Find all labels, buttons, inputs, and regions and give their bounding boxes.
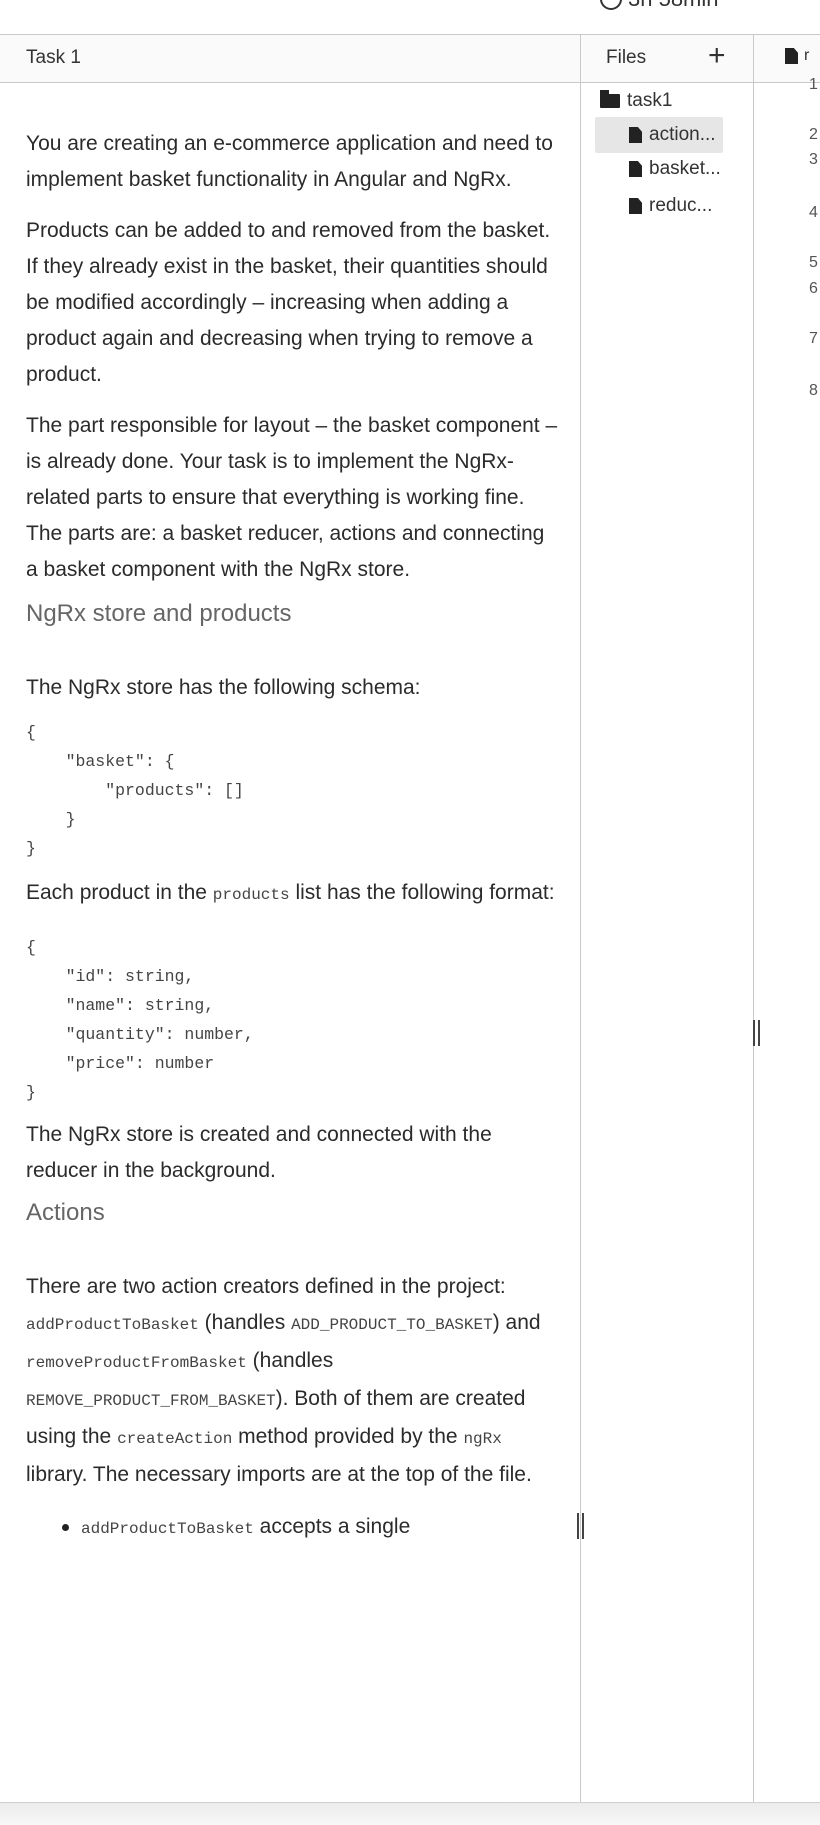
line-number: 5 — [809, 254, 818, 271]
inline-code: addProductToBasket — [81, 1520, 254, 1538]
task-title: Task 1 — [26, 47, 81, 68]
format-text-2: list has the following format: — [289, 881, 555, 904]
editor-tab-label: r — [804, 47, 810, 64]
line-number: 4 — [809, 204, 818, 221]
actions-text: library. The necessary imports are at th… — [26, 1463, 532, 1486]
panel-divider — [753, 35, 754, 1824]
editor-tab[interactable]: r — [785, 47, 809, 65]
bullet-label: accepts a single — [253, 1515, 411, 1538]
file-label: reduc... — [649, 195, 713, 216]
paragraph-products: Products can be added to and removed fro… — [26, 219, 551, 386]
paragraph-format: Each product in the products list has th… — [26, 875, 561, 913]
tree-file-basket[interactable]: basket... — [629, 158, 721, 180]
format-code-block: { "id": string, "name": string, "quantit… — [26, 938, 254, 1102]
add-file-button[interactable]: + — [708, 39, 726, 72]
paragraph-actions: There are two action creators defined in… — [26, 1269, 561, 1493]
folder-label: task1 — [627, 90, 673, 111]
actions-text: (handles — [246, 1349, 334, 1372]
actions-text: method provided by the — [232, 1425, 464, 1448]
file-label: action... — [649, 124, 716, 145]
line-number: 7 — [809, 330, 818, 347]
line-number: 6 — [809, 280, 818, 297]
clock-icon — [600, 0, 622, 10]
inline-code: addProductToBasket — [26, 1316, 199, 1334]
file-icon — [629, 161, 642, 177]
inline-code: products — [212, 886, 290, 904]
inline-code: REMOVE_PRODUCT_FROM_BASKET — [26, 1392, 276, 1410]
timer: 3h 58min — [600, 0, 719, 12]
task-description-panel[interactable]: You are creating an e-commerce applicati… — [0, 83, 580, 1803]
format-text-1: Each product in the — [26, 881, 213, 904]
heading-actions: Actions — [26, 1199, 105, 1226]
actions-text: ) and — [492, 1311, 541, 1334]
paragraph-schema: The NgRx store has the following schema: — [26, 676, 421, 699]
line-number: 3 — [809, 151, 818, 168]
file-icon — [785, 48, 798, 64]
paragraph-created: The NgRx store is created and connected … — [26, 1123, 492, 1182]
bullet-text: addProductToBasket accepts a single — [81, 1509, 410, 1547]
tree-file-actions[interactable]: action... — [595, 117, 723, 153]
resize-handle[interactable] — [753, 1020, 761, 1046]
tree-folder-task1[interactable]: task1 — [600, 90, 672, 112]
files-title: Files — [606, 47, 647, 68]
editor-line-gutter: 1 2 3 4 5 6 7 8 — [802, 76, 820, 483]
file-icon — [629, 198, 642, 214]
list-item: addProductToBasket accepts a single — [26, 1509, 561, 1547]
actions-text: ). Both of them are created using the — [26, 1387, 526, 1448]
schema-code-block: { "basket": { "products": [] } } — [26, 723, 244, 858]
inline-code: createAction — [117, 1430, 233, 1448]
folder-icon — [600, 90, 620, 108]
file-icon — [629, 127, 642, 143]
panel-header-row: Task 1 Files + r — [0, 35, 820, 83]
actions-text: (handles — [198, 1311, 292, 1334]
task-content: You are creating an e-commerce applicati… — [26, 83, 561, 1547]
timer-text: 3h 58min — [628, 0, 719, 12]
paragraph-task: The part responsible for layout – the ba… — [26, 414, 558, 581]
resize-handle[interactable] — [577, 1513, 585, 1539]
line-number: 2 — [809, 126, 818, 143]
inline-code: ngRx — [463, 1430, 502, 1448]
file-tree: task1 action... basket... reduc... — [582, 83, 752, 383]
paragraph-intro: You are creating an e-commerce applicati… — [26, 132, 553, 191]
file-label: basket... — [649, 158, 721, 179]
bullet-icon — [62, 1524, 69, 1531]
tree-file-reducer[interactable]: reduc... — [629, 195, 712, 217]
top-bar: 3h 58min — [0, 0, 820, 35]
bottom-edge — [0, 1802, 820, 1825]
heading-store: NgRx store and products — [26, 600, 292, 627]
line-number: 8 — [809, 382, 818, 399]
actions-text: There are two action creators defined in… — [26, 1275, 506, 1298]
line-number: 1 — [809, 76, 818, 93]
inline-code: removeProductFromBasket — [26, 1354, 247, 1372]
panel-divider — [580, 35, 581, 1824]
inline-code: ADD_PRODUCT_TO_BASKET — [291, 1316, 493, 1334]
